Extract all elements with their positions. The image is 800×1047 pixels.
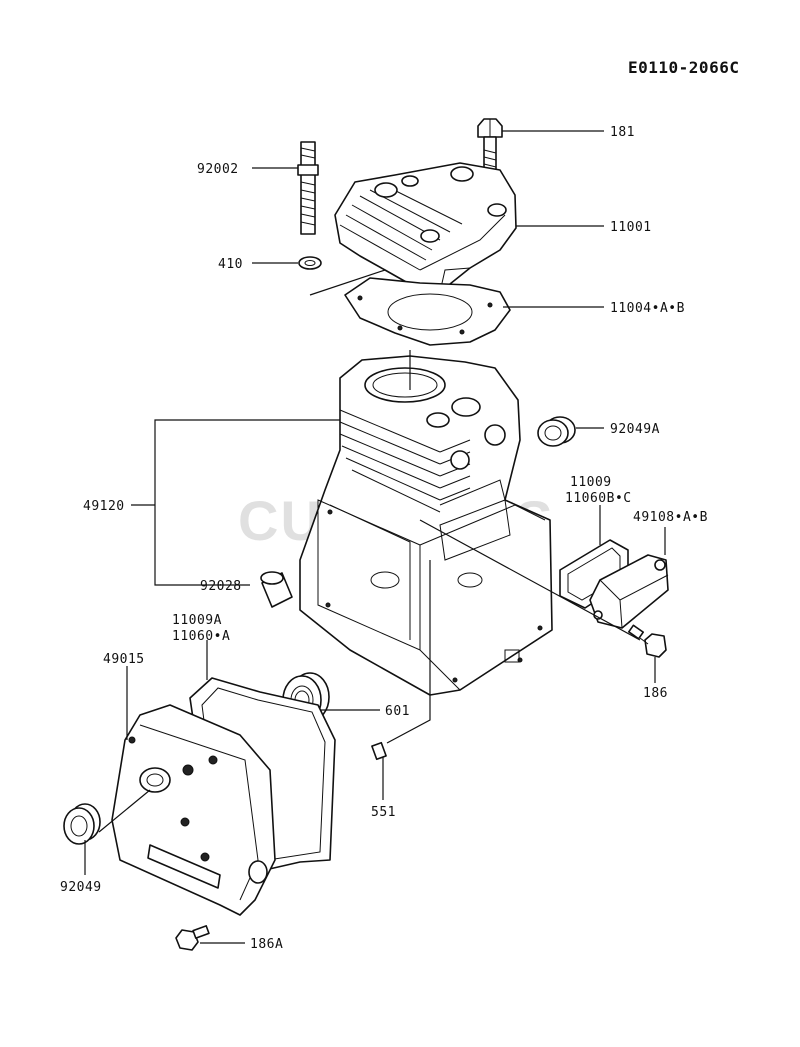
label-551: 551 — [371, 805, 396, 820]
sleeve-92028-drawing — [260, 571, 293, 608]
dowel-pin-551-drawing — [371, 741, 387, 761]
cylinder-head-11001-drawing — [334, 162, 517, 293]
label-92049: 92049 — [60, 880, 102, 895]
label-181: 181 — [610, 125, 635, 140]
diagram-code: E0110-2066C — [628, 58, 739, 77]
label-186: 186 — [643, 686, 668, 701]
label-186A: 186A — [250, 937, 283, 952]
label-49120: 49120 — [83, 499, 125, 514]
label-11009: 11009 — [570, 475, 612, 490]
label-11060BC: 11060B•C — [565, 491, 632, 506]
head-gasket-11004-drawing — [344, 277, 511, 346]
stud-92002-drawing — [297, 141, 319, 235]
label-11001: 11001 — [610, 220, 652, 235]
label-11009A: 11009A — [172, 613, 222, 628]
crankcase-cover-49015-drawing — [111, 704, 276, 916]
label-92002: 92002 — [197, 162, 239, 177]
label-49015: 49015 — [103, 652, 145, 667]
crankcase-49120-drawing — [299, 355, 553, 696]
breather-cover-49108-drawing — [589, 554, 669, 629]
part-labels: 181 92002 11001 410 11004•A•B 92049A 491… — [60, 125, 708, 952]
leader-lines — [84, 130, 666, 944]
bolt-186-drawing — [627, 624, 667, 658]
label-11004: 11004•A•B — [610, 301, 685, 316]
label-92049A: 92049A — [610, 422, 660, 437]
label-11060A: 11060•A — [172, 629, 230, 644]
label-410: 410 — [218, 257, 243, 272]
bolt-186A-drawing — [175, 925, 210, 951]
washer-410-drawing — [298, 256, 322, 270]
oil-seal-92049-drawing — [63, 803, 101, 845]
label-92028: 92028 — [200, 579, 242, 594]
label-601: 601 — [385, 704, 410, 719]
oil-seal-92049A-drawing — [537, 416, 576, 447]
label-49108: 49108•A•B — [633, 510, 708, 525]
